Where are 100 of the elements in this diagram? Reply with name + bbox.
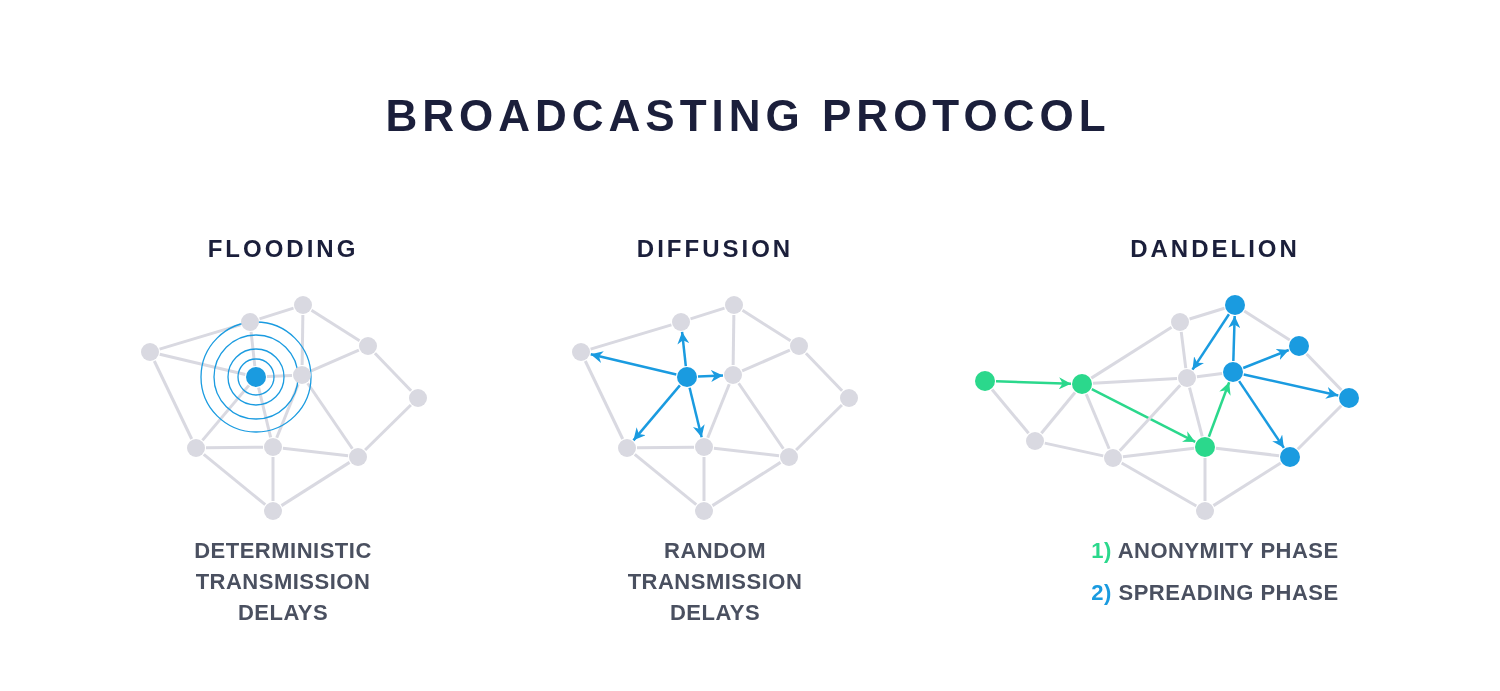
network-node [264, 438, 282, 456]
arrow [1242, 348, 1290, 370]
connector-line [711, 461, 782, 507]
network-node [572, 343, 590, 361]
connector-line [633, 453, 698, 506]
connector-line [702, 457, 706, 501]
connector-line [205, 445, 264, 450]
arrow [1238, 380, 1285, 449]
network-node [695, 502, 713, 520]
arrow [632, 384, 681, 442]
connector-line [1044, 441, 1104, 458]
section-heading: FLOODING [206, 235, 360, 263]
network-node [790, 337, 808, 355]
network-node [840, 389, 858, 407]
network-node [618, 439, 636, 457]
connector-line [990, 388, 1030, 435]
network-node [1072, 374, 1092, 394]
network-node [349, 448, 367, 466]
network-node [724, 366, 742, 384]
connector-line [257, 387, 273, 438]
arrow [995, 377, 1072, 390]
connector-line [1120, 461, 1198, 508]
arrow [1207, 381, 1231, 438]
caption: DETERMINISTIC TRANSMISSION DELAYS [193, 537, 373, 627]
connector-line [1092, 377, 1178, 385]
connector-line [280, 461, 351, 507]
network-node [975, 371, 995, 391]
phase-label: 1) ANONYMITY PHASE [1090, 537, 1340, 565]
arrow [590, 351, 677, 376]
diagram-title: BROADCASTING PROTOCOL [384, 90, 1112, 142]
network-node [1289, 336, 1309, 356]
arrow [677, 331, 690, 367]
connector-line [1305, 352, 1343, 392]
connector-line [1090, 326, 1173, 380]
connector-line [275, 383, 300, 439]
section-heading: DIFFUSION [635, 235, 795, 263]
connector-line [1189, 306, 1225, 321]
network-node [1225, 295, 1245, 315]
section-heading: DANDELION [1129, 235, 1301, 263]
connector-line [804, 352, 844, 392]
network-node [359, 337, 377, 355]
connector-line [690, 306, 725, 321]
network-node [1223, 362, 1243, 382]
connector-line [706, 383, 731, 439]
connector-line [741, 348, 791, 373]
connector-line [159, 352, 246, 376]
network-node [725, 296, 743, 314]
connector-line [1215, 446, 1280, 458]
network-node [1196, 502, 1214, 520]
connector-line [737, 382, 785, 450]
connector-line [1196, 371, 1223, 379]
network-node [141, 343, 159, 361]
connector-line [1203, 458, 1207, 501]
connector-line [1296, 404, 1343, 451]
connector-line [741, 309, 792, 342]
connector-line [590, 323, 672, 351]
connector-line [1040, 391, 1077, 435]
connector-line [310, 348, 360, 373]
network-node [294, 296, 312, 314]
network-node [677, 367, 697, 387]
network-node [695, 438, 713, 456]
arrow [1243, 373, 1339, 399]
network-node [409, 389, 427, 407]
network-node [1104, 449, 1122, 467]
network-node [1339, 388, 1359, 408]
connector-line [1212, 461, 1282, 507]
network-node [1280, 447, 1300, 467]
network-node [187, 439, 205, 457]
connector-line [1084, 393, 1111, 450]
connector-line [713, 446, 780, 458]
network-node [1026, 432, 1044, 450]
phase-label: 2) SPREADING PHASE [1090, 579, 1340, 607]
connector-line [249, 331, 257, 367]
connector-line [300, 314, 305, 366]
connector-line [1243, 309, 1291, 342]
connector-line [1122, 446, 1195, 459]
caption: RANDOM TRANSMISSION DELAYS [626, 537, 804, 627]
connector-line [152, 360, 194, 440]
connector-line [310, 309, 361, 342]
connector-line [373, 352, 413, 392]
arrow [1228, 315, 1241, 362]
network-node [241, 313, 259, 331]
network-node [293, 366, 311, 384]
connector-line [159, 323, 241, 351]
connector-line [795, 403, 843, 452]
network-node [1195, 437, 1215, 457]
arrow [1191, 313, 1230, 371]
network-node [264, 502, 282, 520]
network-node [780, 448, 798, 466]
connector-line [259, 306, 294, 321]
connector-line [636, 445, 695, 450]
connector-line [201, 384, 251, 442]
arrow [697, 369, 724, 382]
connector-line [202, 453, 267, 506]
network-node [246, 367, 266, 387]
connector-line [364, 403, 412, 452]
arrow [688, 387, 705, 438]
connector-line [731, 314, 736, 366]
connector-line [266, 373, 293, 378]
connector-line [1179, 331, 1188, 369]
